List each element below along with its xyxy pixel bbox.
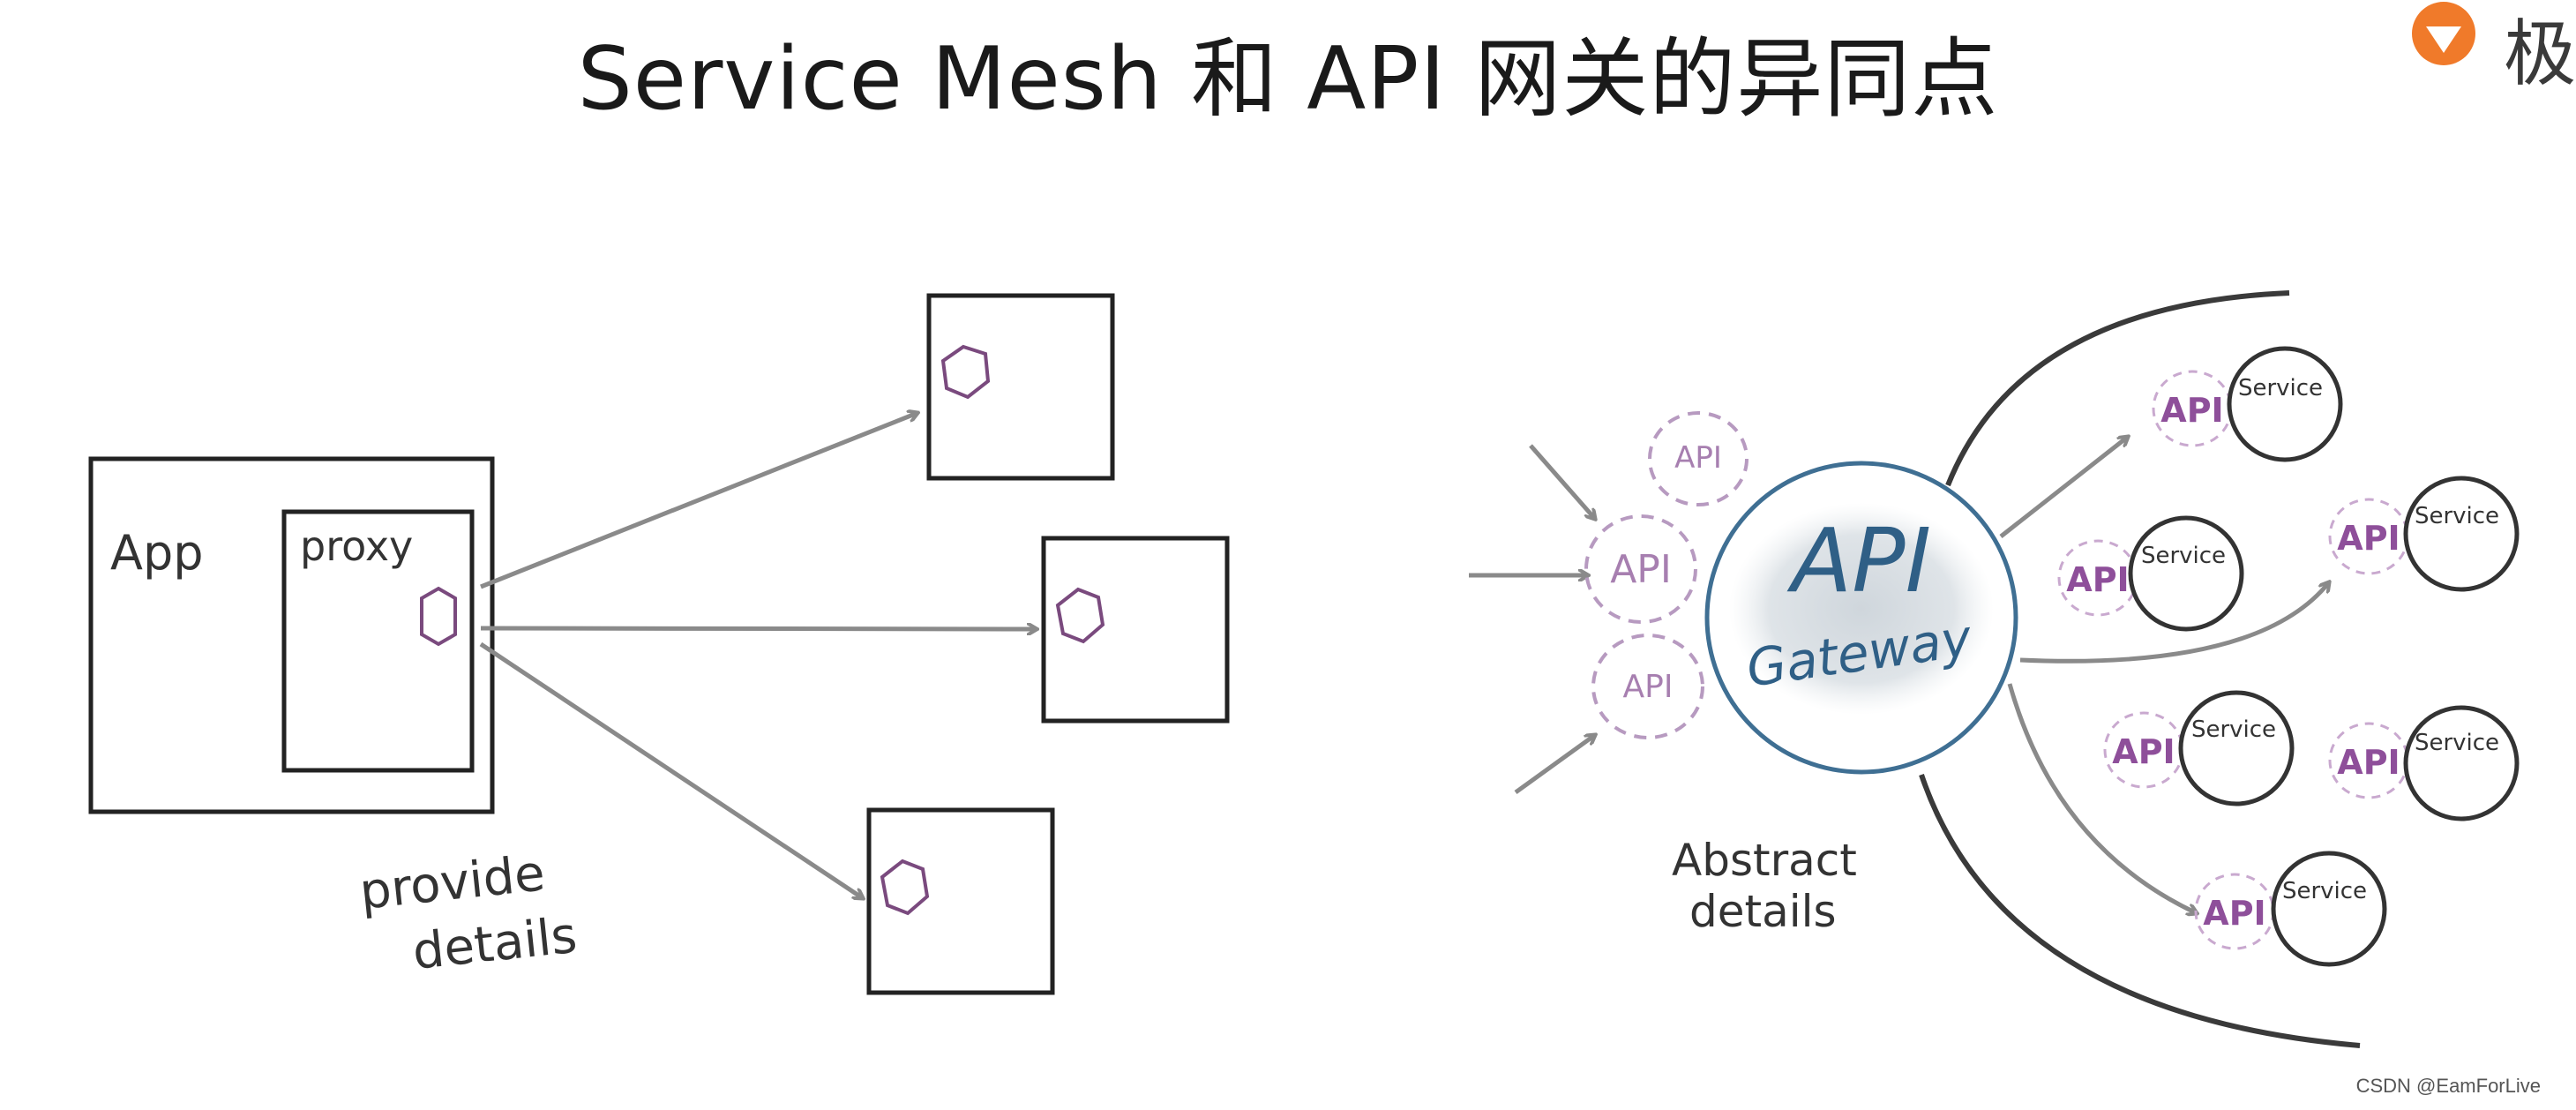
arrow <box>1514 735 1595 795</box>
service-node: API Service <box>2057 515 2244 632</box>
mesh-section: App proxy provide details <box>88 293 1230 995</box>
service-node: API Service <box>2328 705 2520 821</box>
api-bubble: API <box>1584 514 1697 624</box>
svg-text:Service: Service <box>2238 375 2323 401</box>
arrow <box>1999 437 2128 538</box>
svg-text:Service: Service <box>2415 503 2499 529</box>
api-bubble: API <box>1648 411 1749 506</box>
svg-text:Service: Service <box>2282 878 2367 904</box>
gateway-section: API API API API Gateway API Service <box>1469 290 2520 1048</box>
logo-mark-icon <box>2412 2 2475 65</box>
svg-text:API: API <box>1674 440 1722 476</box>
logo-text: 极 <box>2503 12 2576 96</box>
hexagon-icon <box>1055 587 1105 644</box>
service-box-bottom <box>866 807 1055 995</box>
arrow <box>480 413 917 589</box>
svg-text:API: API <box>2160 391 2223 430</box>
svg-text:API: API <box>2337 743 2400 782</box>
watermark: CSDN @EamForLive <box>2355 1075 2541 1097</box>
service-node: API Service <box>2152 346 2343 462</box>
service-node: API Service <box>2328 476 2520 592</box>
svg-text:API: API <box>2337 519 2400 558</box>
service-node: API Service <box>2194 851 2387 967</box>
service-node: API Service <box>2103 690 2295 806</box>
api-gateway-node: API Gateway <box>1704 461 2018 775</box>
hexagon-icon <box>940 344 991 400</box>
gateway-label-line1: API <box>1786 509 1931 612</box>
app-label: App <box>110 525 204 581</box>
arrow <box>2019 582 2329 664</box>
proxy-label: proxy <box>300 522 413 570</box>
boundary-arc-bottom <box>1919 774 2361 1048</box>
svg-text:API: API <box>1610 547 1672 592</box>
gateway-caption-line2: details <box>1689 886 1837 937</box>
arrow <box>479 641 863 898</box>
svg-text:Service: Service <box>2141 543 2226 569</box>
app-box <box>88 456 495 814</box>
api-bubble: API <box>1591 634 1704 739</box>
boundary-arc-top <box>1945 290 2290 487</box>
service-box-middle <box>1041 536 1230 724</box>
logo <box>2412 2 2475 65</box>
hexagon-icon <box>420 586 457 647</box>
svg-text:API: API <box>2066 560 2129 599</box>
proxy-box <box>281 509 475 773</box>
arrow <box>1529 444 1595 519</box>
svg-text:API: API <box>2112 732 2175 771</box>
arrow <box>2007 683 2197 913</box>
hexagon-icon <box>880 859 930 916</box>
mesh-caption-line1: provide <box>357 844 548 921</box>
svg-text:Service: Service <box>2191 716 2276 743</box>
mesh-caption-line2: details <box>410 907 580 981</box>
arrow <box>480 628 1037 629</box>
svg-text:Service: Service <box>2415 730 2499 756</box>
svg-text:API: API <box>2203 894 2265 933</box>
service-box-top <box>926 293 1115 481</box>
svg-text:API: API <box>1623 669 1674 705</box>
gateway-caption-line1: Abstract <box>1672 835 1857 886</box>
page-title: Service Mesh 和 API 网关的异同点 <box>577 29 1999 130</box>
